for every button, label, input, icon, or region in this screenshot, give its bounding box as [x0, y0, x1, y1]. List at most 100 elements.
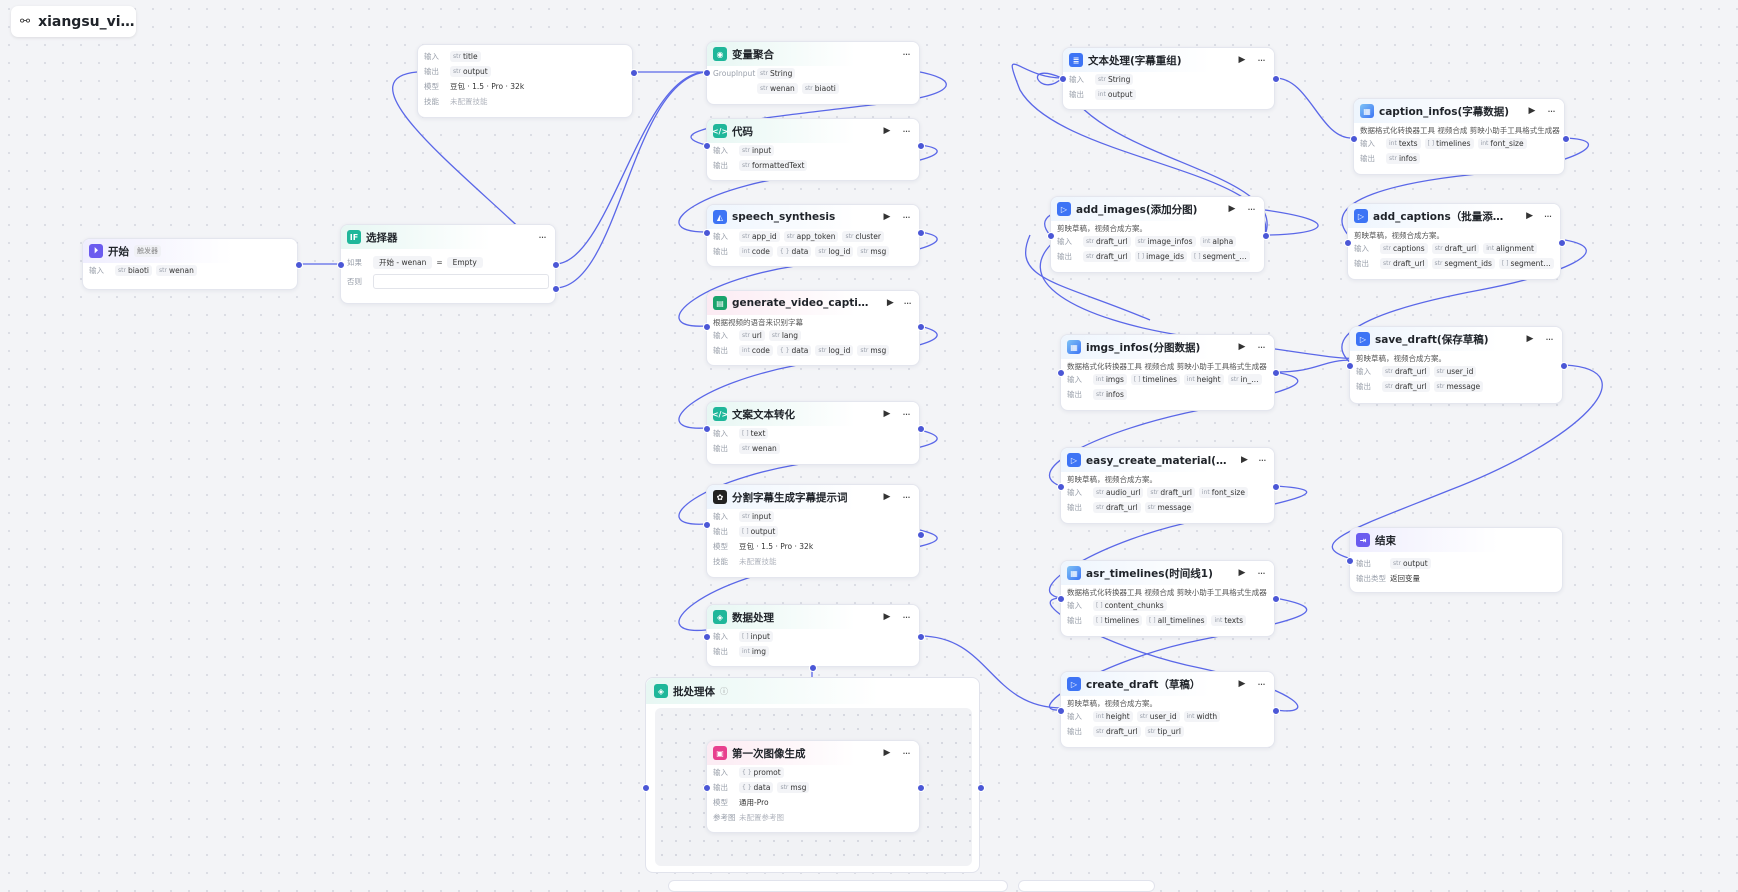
port[interactable] — [1047, 232, 1055, 240]
more-icon[interactable]: ··· — [902, 210, 911, 224]
more-icon[interactable]: ··· — [1257, 677, 1266, 691]
node-generate-video-captions[interactable]: ▤ generate_video_captions_s… ▶ ··· 根据视频的… — [706, 290, 920, 366]
play-icon[interactable]: ▶ — [1228, 204, 1236, 214]
port[interactable] — [917, 784, 925, 792]
play-icon[interactable]: ▶ — [1238, 568, 1246, 578]
more-icon[interactable]: ··· — [902, 124, 911, 138]
play-icon[interactable]: ▶ — [883, 126, 891, 136]
port[interactable] — [703, 69, 711, 77]
port[interactable] — [1344, 239, 1352, 247]
port[interactable] — [1562, 135, 1570, 143]
play-icon[interactable]: ▶ — [1238, 55, 1246, 65]
play-icon[interactable]: ▶ — [883, 748, 891, 758]
port[interactable] — [917, 425, 925, 433]
node-add-images[interactable]: ▷ add_images(添加分图) ▶ ··· 剪映草稿，视频合成方案。 输入… — [1050, 196, 1265, 273]
port[interactable] — [1057, 483, 1065, 491]
port[interactable] — [917, 142, 925, 150]
port[interactable] — [703, 521, 711, 529]
more-icon[interactable]: ··· — [1258, 453, 1267, 467]
port[interactable] — [917, 633, 925, 641]
node-header[interactable]: ▦ caption_infos(字幕数据) ▶ ··· — [1354, 99, 1564, 123]
node-header[interactable]: ⇥ 结束 — [1350, 528, 1562, 552]
port[interactable] — [703, 229, 711, 237]
port[interactable] — [703, 142, 711, 150]
node-imgs-infos[interactable]: ▦ imgs_infos(分图数据) ▶ ··· 数据格式化转换器工具 视频合成… — [1060, 334, 1275, 411]
more-icon[interactable]: ··· — [902, 407, 911, 421]
port[interactable] — [917, 229, 925, 237]
more-icon[interactable]: ··· — [902, 490, 911, 504]
port[interactable] — [1059, 75, 1067, 83]
port[interactable] — [1057, 595, 1065, 603]
node-header[interactable]: ◈ 批处理体 ⓘ — [646, 678, 979, 704]
more-icon[interactable]: ··· — [902, 47, 911, 61]
more-icon[interactable]: ··· — [1545, 332, 1554, 346]
node-create-draft[interactable]: ▷ create_draft（草稿） ▶ ··· 剪映草稿，视频合成方案。 输入… — [1060, 671, 1275, 748]
node-header[interactable]: ◉ 变量聚合 ··· — [707, 42, 919, 66]
node-header[interactable]: ◈ 数据处理 ▶ ··· — [707, 605, 919, 629]
node-asr-timelines[interactable]: ▦ asr_timelines(时间线1) ▶ ··· 数据格式化转换器工具 视… — [1060, 560, 1275, 637]
node-header[interactable]: ▤ generate_video_captions_s… ▶ ··· — [707, 291, 919, 315]
port[interactable] — [1057, 707, 1065, 715]
play-icon[interactable]: ▶ — [1526, 334, 1534, 344]
port[interactable] — [1272, 483, 1280, 491]
play-icon[interactable]: ▶ — [883, 212, 891, 222]
play-icon[interactable]: ▶ — [1528, 106, 1536, 116]
more-icon[interactable]: ··· — [1257, 566, 1266, 580]
more-icon[interactable]: ··· — [1257, 340, 1266, 354]
play-icon[interactable]: ▶ — [1238, 679, 1246, 689]
port[interactable] — [552, 285, 560, 293]
port[interactable] — [809, 664, 817, 672]
more-icon[interactable]: ··· — [1547, 104, 1556, 118]
port[interactable] — [917, 531, 925, 539]
connection-wire[interactable] — [1274, 359, 1354, 373]
node-header[interactable]: ▷ add_captions（批量添加字… ▶ ··· — [1348, 204, 1560, 228]
node-selector[interactable]: IF 选择器 ··· 如果 开始 - wenan = Empty 否则 — [340, 224, 556, 304]
more-icon[interactable]: ··· — [1543, 209, 1552, 223]
connection-wire[interactable] — [1274, 77, 1354, 139]
port[interactable] — [703, 784, 711, 792]
port[interactable] — [1272, 707, 1280, 715]
port[interactable] — [703, 633, 711, 641]
node-header[interactable]: ≣ 文本处理(字幕重组) ▶ ··· — [1063, 48, 1274, 72]
node-header[interactable]: ⏵ 开始 触发器 — [83, 239, 297, 263]
port[interactable] — [917, 323, 925, 331]
port[interactable] — [1346, 557, 1354, 565]
node-header[interactable]: ▷ save_draft(保存草稿) ▶ ··· — [1350, 327, 1562, 351]
port[interactable] — [642, 784, 650, 792]
more-icon[interactable]: ··· — [538, 230, 547, 244]
port[interactable] — [1057, 369, 1065, 377]
port[interactable] — [337, 261, 345, 269]
node-caption-infos[interactable]: ▦ caption_infos(字幕数据) ▶ ··· 数据格式化转换器工具 视… — [1353, 98, 1565, 175]
play-icon[interactable]: ▶ — [1526, 211, 1533, 221]
node-header[interactable]: ▦ asr_timelines(时间线1) ▶ ··· — [1061, 561, 1274, 585]
port[interactable] — [1350, 135, 1358, 143]
more-icon[interactable]: ··· — [903, 296, 911, 310]
port[interactable] — [630, 69, 638, 77]
node-header[interactable]: IF 选择器 ··· — [341, 225, 555, 249]
play-icon[interactable]: ▶ — [1238, 342, 1246, 352]
port[interactable] — [1262, 232, 1270, 240]
condition-right[interactable]: Empty — [446, 256, 483, 268]
port[interactable] — [703, 425, 711, 433]
port[interactable] — [1272, 595, 1280, 603]
play-icon[interactable]: ▶ — [883, 409, 891, 419]
port[interactable] — [1560, 362, 1568, 370]
else-box[interactable] — [373, 273, 549, 289]
port[interactable] — [1272, 369, 1280, 377]
condition-left[interactable]: 开始 - wenan — [373, 255, 433, 269]
node-header[interactable]: </> 文案文本转化 ▶ ··· — [707, 402, 919, 426]
play-icon[interactable]: ▶ — [886, 298, 894, 308]
more-icon[interactable]: ··· — [902, 610, 911, 624]
node-add-captions[interactable]: ▷ add_captions（批量添加字… ▶ ··· 剪映草稿，视频合成方案。… — [1347, 203, 1561, 280]
play-icon[interactable]: ▶ — [883, 612, 891, 622]
node-header[interactable]: ▣ 第一次图像生成 ▶ ··· — [707, 741, 919, 765]
